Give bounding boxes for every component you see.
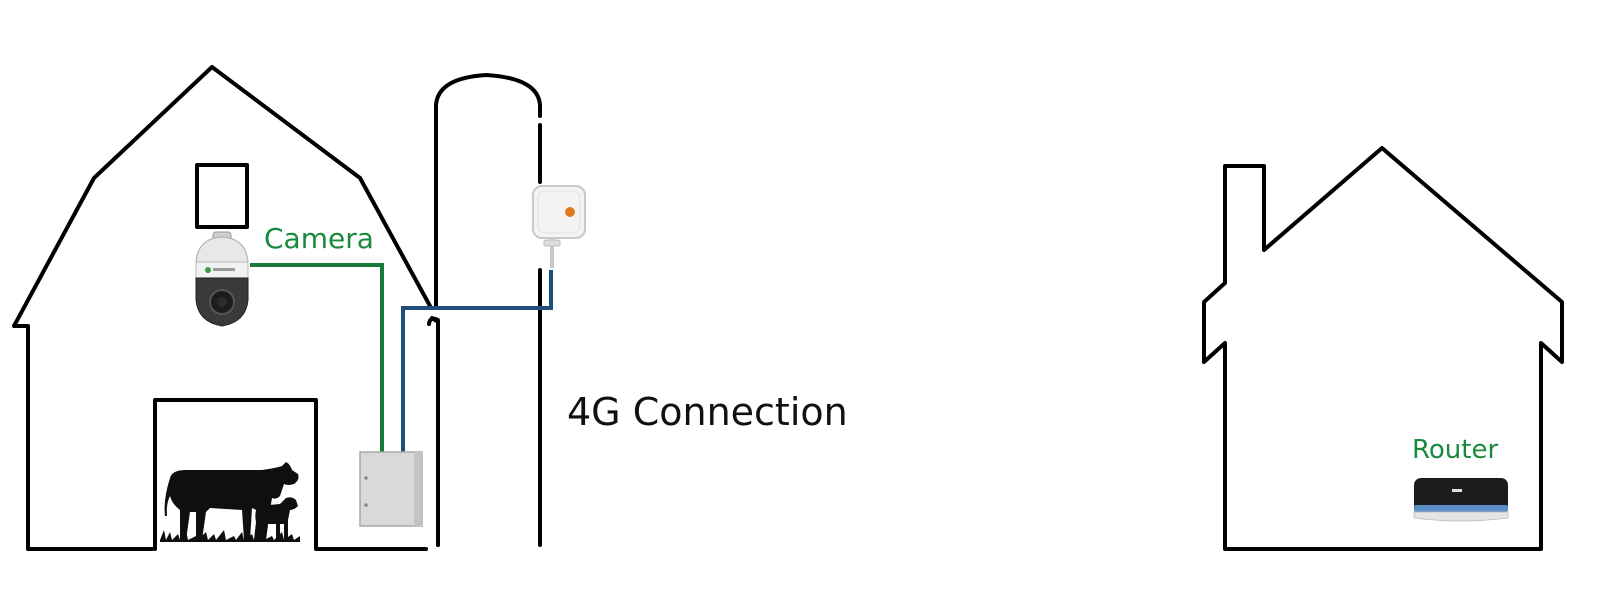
house — [1202, 146, 1564, 551]
silo-inner — [427, 316, 440, 547]
barn-loft-window — [195, 163, 249, 229]
barn — [12, 65, 432, 551]
network-cable — [401, 270, 553, 452]
ptz-camera-icon — [195, 231, 249, 327]
cow-and-calf-silhouette — [160, 462, 300, 542]
barn-outline — [12, 65, 432, 551]
connection-label: 4G Connection — [567, 390, 848, 434]
router-icon — [1413, 478, 1509, 522]
camera-label: Camera — [264, 222, 374, 255]
silo-body — [434, 73, 542, 308]
electrical-enclosure-icon — [359, 451, 423, 527]
camera-cable — [250, 263, 384, 452]
barn-door — [153, 398, 318, 551]
4g-antenna-icon — [532, 185, 586, 268]
router-label: Router — [1412, 435, 1498, 465]
house-outline — [1202, 146, 1564, 551]
silo — [427, 73, 542, 547]
